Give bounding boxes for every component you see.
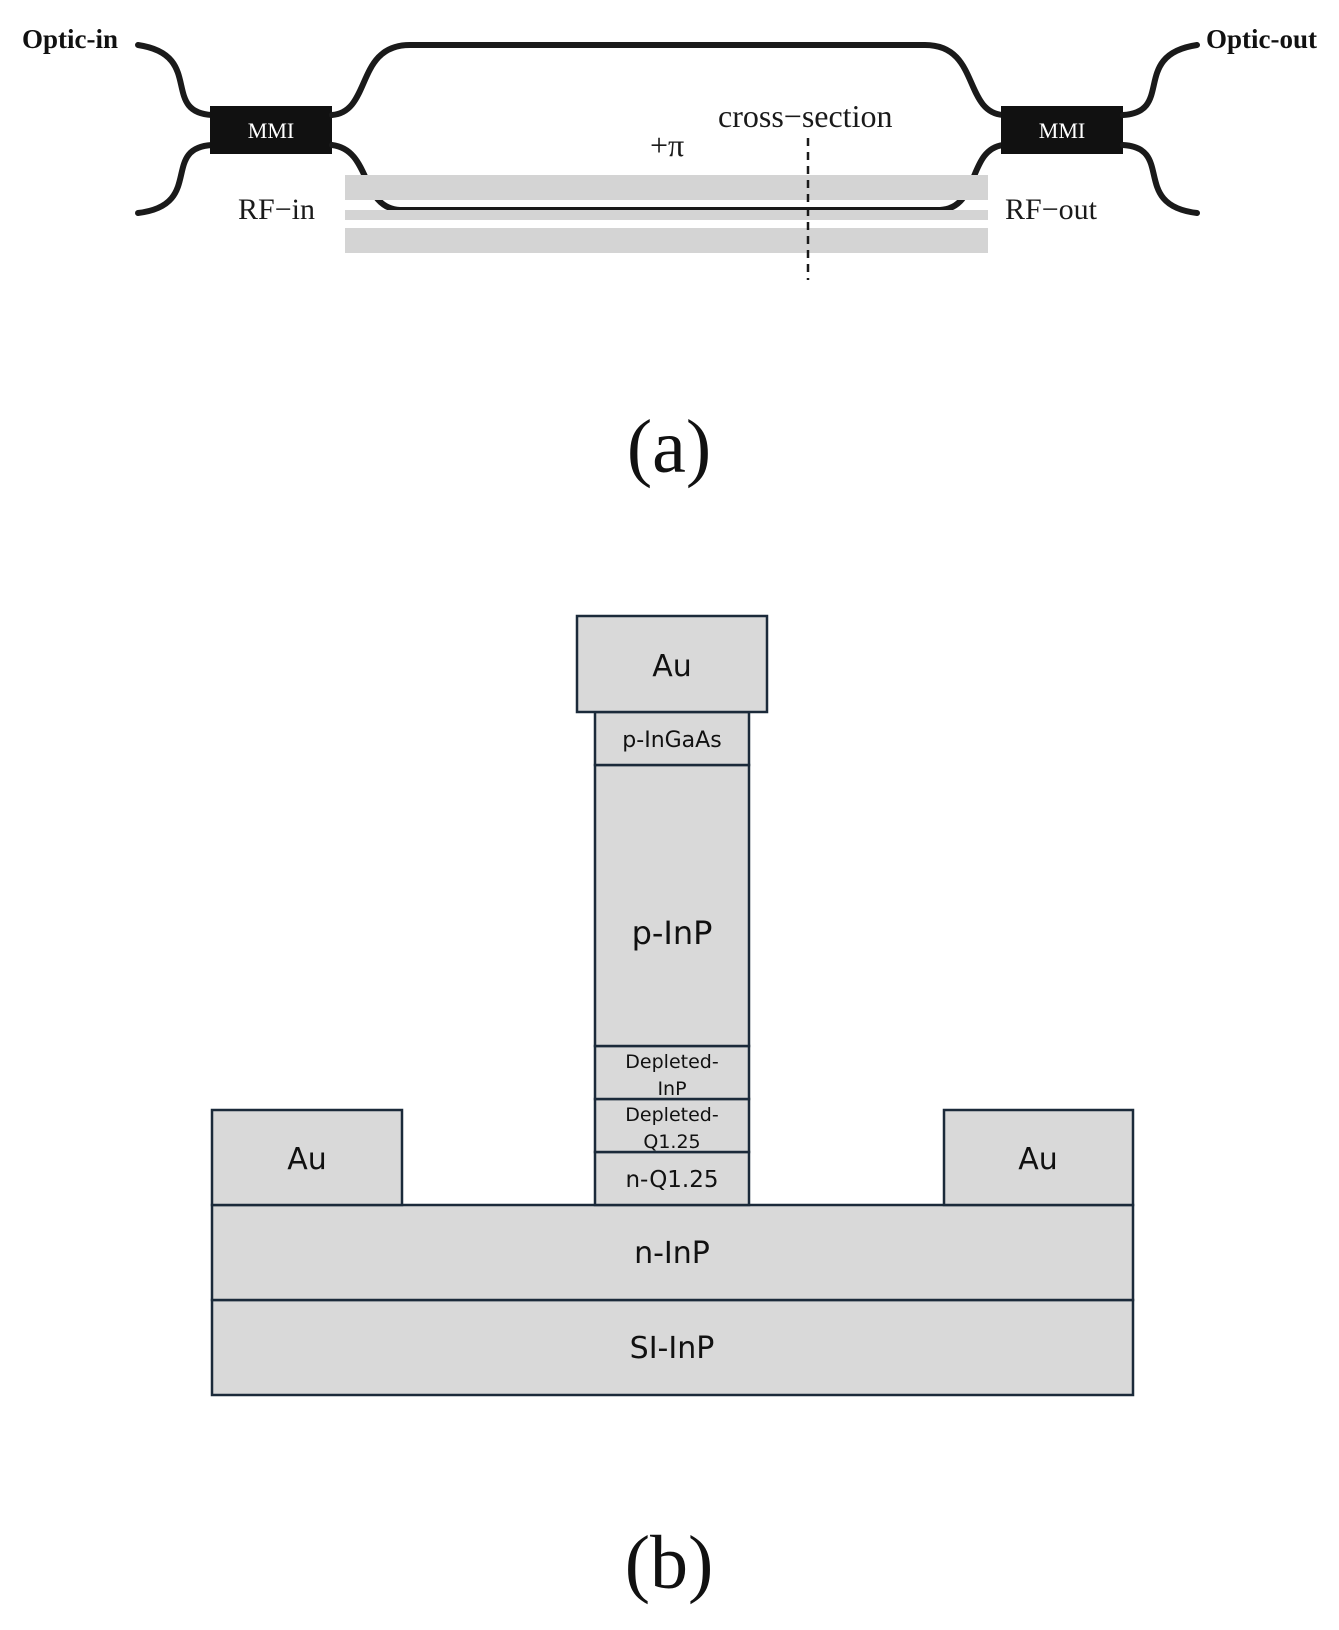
- label-p-ingaas: p-InGaAs: [622, 728, 721, 753]
- label-n-inp: n-InP: [634, 1236, 710, 1271]
- label-depleted-inp-line1: Depleted-: [625, 1051, 718, 1073]
- rf-in-label: RF−in: [238, 193, 315, 226]
- mmi-left: [210, 106, 332, 154]
- right-output-waveguide-bottom: [1120, 142, 1200, 216]
- phase-shift-label: +π: [650, 127, 684, 163]
- rf-electrode-signal: [345, 210, 988, 220]
- layer-si-inp: [210, 1298, 1135, 1397]
- mmi-right: [1001, 106, 1123, 154]
- layer-n-inp: [210, 1203, 1135, 1302]
- optic-in-label: Optic-in: [22, 24, 118, 54]
- left-input-waveguide-top: [135, 42, 215, 118]
- layer-au-right: [942, 1108, 1135, 1207]
- rf-electrode-top: [345, 175, 988, 200]
- rf-electrode-bottom: [345, 228, 988, 253]
- mmi-left-label: MMI: [248, 118, 294, 143]
- label-au-top: Au: [652, 649, 692, 684]
- optic-out-label: Optic-out: [1206, 24, 1317, 54]
- label-depleted-q125-line2: Q1.25: [643, 1131, 700, 1153]
- cross-section-label: cross−section: [718, 98, 892, 134]
- upper-arm-waveguide: [329, 42, 1006, 118]
- label-n-q125: n-Q1.25: [625, 1167, 718, 1193]
- mmi-right-label: MMI: [1039, 118, 1085, 143]
- layer-depleted-inp: [593, 1044, 751, 1101]
- panel-b-cross-section: Au p-InGaAs p-InP Depleted- InP Depleted…: [210, 614, 1135, 1605]
- layer-au-left: [210, 1108, 404, 1207]
- label-p-inp: p-InP: [632, 914, 713, 952]
- layer-au-top: [575, 614, 769, 714]
- rf-out-label: RF−out: [1005, 193, 1098, 226]
- label-au-right: Au: [1018, 1142, 1058, 1177]
- layer-depleted-q125: [593, 1097, 751, 1154]
- panel-b-caption: (b): [625, 1521, 714, 1605]
- label-si-inp: SI-InP: [630, 1331, 715, 1366]
- layer-p-ingaas: [593, 710, 751, 767]
- left-input-waveguide-bottom: [135, 142, 215, 216]
- label-depleted-inp-line2: InP: [657, 1078, 686, 1100]
- panel-a-caption: (a): [627, 405, 711, 489]
- label-depleted-q125-line1: Depleted-: [625, 1104, 718, 1126]
- right-output-waveguide-top: [1120, 42, 1200, 118]
- panel-a-mzm-diagram: MMI MMI Optic-in Optic-out cross−section…: [22, 24, 1317, 489]
- label-au-left: Au: [287, 1142, 327, 1177]
- layer-p-inp: [593, 763, 751, 1048]
